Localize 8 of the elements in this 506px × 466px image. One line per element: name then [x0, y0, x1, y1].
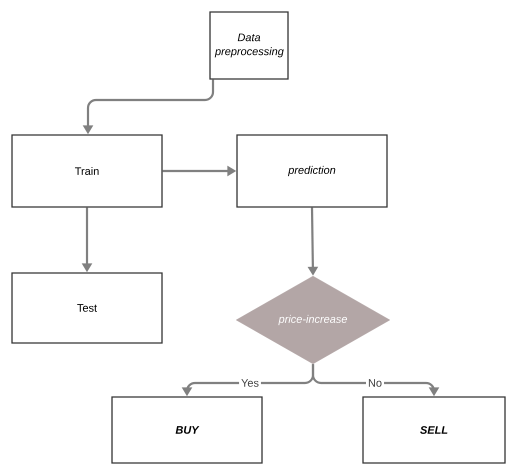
process-box: SELL — [362, 396, 506, 464]
edge-label: Yes — [239, 377, 261, 389]
process-box: Data preprocessing — [209, 11, 289, 80]
process-box: prediction — [236, 134, 388, 208]
process-box: Test — [11, 272, 163, 344]
process-box: Train — [11, 134, 163, 208]
process-box: BUY — [111, 396, 263, 464]
edge-label: No — [366, 377, 384, 389]
